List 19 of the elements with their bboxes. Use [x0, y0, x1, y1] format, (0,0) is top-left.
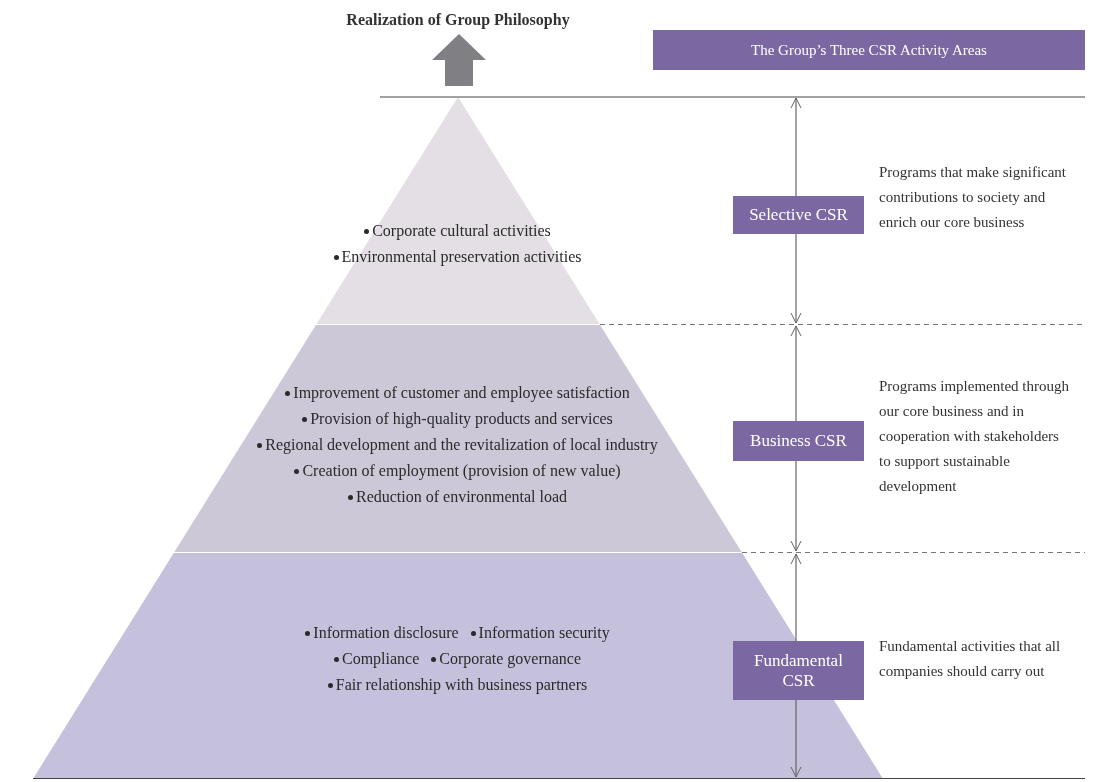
- tier-description: Programs implemented through our core business and in cooperation with stakeholders to support sustainable development: [879, 377, 1070, 496]
- bullet-item: Regional development and the revitalization of local industry: [257, 434, 658, 456]
- bullet-item: Fair relationship with business partners: [327, 674, 588, 696]
- header-banner: The Group’s Three CSR Activity Areas: [653, 30, 1085, 70]
- bullet-item: Compliance: [334, 648, 420, 670]
- diagram-title: Realization of Group Philosophy: [345, 10, 571, 31]
- tier-label: Business CSR: [733, 421, 864, 461]
- bullet-item: Reduction of environmental load: [347, 486, 568, 508]
- bullet-item: Corporate cultural activities: [364, 220, 551, 242]
- tier-label: Selective CSR: [733, 196, 864, 234]
- bullet-item: Improvement of customer and employee satisfaction: [285, 382, 630, 404]
- bullet-item: Creation of employment (provision of new value): [294, 460, 621, 482]
- bullet-item: Information disclosure: [305, 622, 459, 644]
- tier-description: Fundamental activities that all companies should carry out: [879, 637, 1062, 681]
- tier-description: Programs that make significant contributions to society and enrich our core business: [879, 163, 1068, 232]
- bullet-item: Provision of high-quality products and services: [302, 408, 613, 430]
- bullet-item: Environmental preservation activities: [333, 246, 582, 268]
- bullet-item: Corporate governance: [431, 648, 581, 670]
- bullet-item: Information security: [470, 622, 610, 644]
